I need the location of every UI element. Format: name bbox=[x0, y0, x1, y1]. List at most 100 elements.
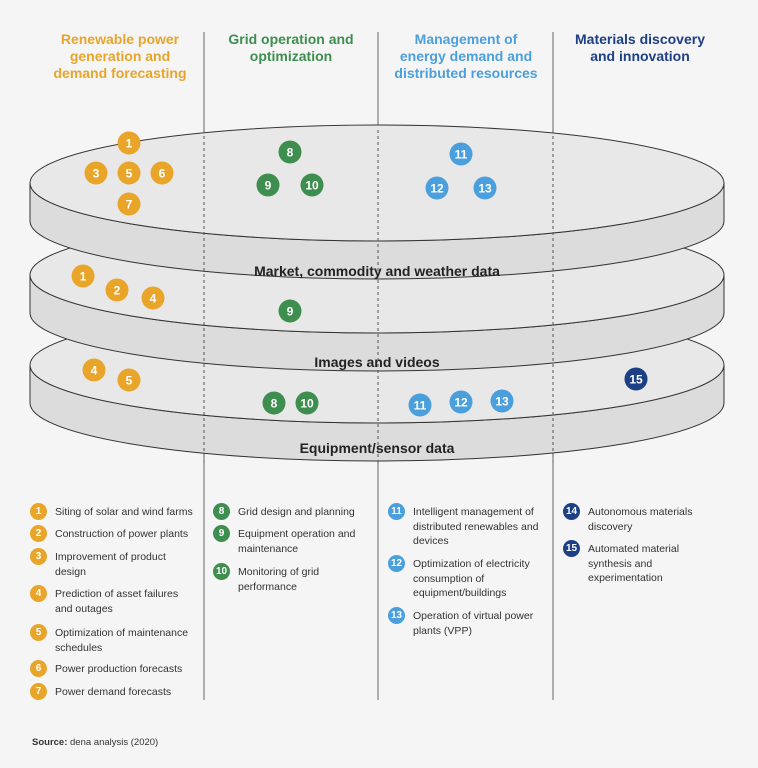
marker-bottom-11: 11 bbox=[408, 393, 432, 417]
dashed-dividers bbox=[203, 130, 554, 464]
legend-text-6: Power production forecasts bbox=[55, 663, 183, 675]
legend-number-9: 9 bbox=[213, 525, 230, 542]
svg-text:2: 2 bbox=[114, 284, 121, 298]
marker-top-6: 6 bbox=[150, 161, 174, 185]
marker-top-3: 3 bbox=[84, 161, 108, 185]
svg-text:15: 15 bbox=[629, 373, 643, 387]
svg-text:4: 4 bbox=[150, 292, 157, 306]
marker-top-7: 7 bbox=[117, 192, 141, 216]
legend-item-14: 14 Autonomous materials discovery bbox=[563, 503, 698, 534]
column-header-4-line-2: and innovation bbox=[590, 48, 690, 64]
legend-item-11: 11 Intelligent management of distributed … bbox=[388, 503, 543, 549]
svg-text:5: 5 bbox=[126, 374, 133, 388]
legend-item-3: 3 Improvement of product design bbox=[30, 548, 195, 579]
legend-text-12: Optimization of electricity consumption … bbox=[413, 558, 530, 599]
legend-number-12: 12 bbox=[388, 555, 405, 572]
svg-text:11: 11 bbox=[455, 148, 468, 162]
marker-bottom-13: 13 bbox=[490, 389, 514, 413]
svg-text:9: 9 bbox=[287, 305, 294, 319]
legend-text-3: Improvement of product design bbox=[55, 551, 166, 578]
marker-bottom-12: 12 bbox=[449, 390, 473, 414]
column-header-3-line-2: energy demand and bbox=[400, 48, 532, 64]
legend-number-8: 8 bbox=[213, 503, 230, 520]
marker-top-12: 12 bbox=[425, 176, 449, 200]
legend-item-10: 10 Monitoring of grid performance bbox=[213, 563, 368, 594]
legend-text-15: Automated material synthesis and experim… bbox=[588, 543, 680, 584]
legend-item-13: 13 Operation of virtual power plants (VPP… bbox=[388, 607, 543, 638]
svg-text:1: 1 bbox=[126, 137, 133, 151]
legend-number-2: 2 bbox=[30, 525, 47, 542]
marker-bottom-10: 10 bbox=[295, 391, 319, 415]
legend-item-9: 9 Equipment operation and maintenance bbox=[213, 525, 368, 556]
legend-text-4: Prediction of asset failures and outages bbox=[55, 588, 179, 615]
column-header-1-line-3: demand forecasting bbox=[53, 65, 186, 81]
svg-text:3: 3 bbox=[93, 167, 100, 181]
column-header-3-line-3: distributed resources bbox=[394, 65, 537, 81]
svg-text:13: 13 bbox=[495, 395, 509, 409]
legend-item-4: 4 Prediction of asset failures and outage… bbox=[30, 585, 195, 616]
source-label: Source: bbox=[32, 737, 68, 748]
legend-item-15: 15 Automated material synthesis and exper… bbox=[563, 540, 698, 586]
svg-text:10: 10 bbox=[305, 179, 319, 193]
legend-number-10: 10 bbox=[213, 563, 230, 580]
legend-text-11: Intelligent management of distributed re… bbox=[413, 506, 539, 547]
layer-label-2: Images and videos bbox=[314, 354, 439, 370]
legend-item-5: 5 Optimization of maintenance schedules bbox=[30, 624, 195, 655]
legend-number-11: 11 bbox=[388, 503, 405, 520]
legend-item-12: 12 Optimization of electricity consumptio… bbox=[388, 555, 543, 601]
legend-item-1: 1 Siting of solar and wind farms bbox=[30, 503, 195, 520]
marker-top-1: 1 bbox=[117, 131, 141, 155]
svg-text:1: 1 bbox=[80, 270, 87, 284]
svg-text:6: 6 bbox=[159, 167, 166, 181]
legend-item-2: 2 Construction of power plants bbox=[30, 525, 195, 542]
legend-text-7: Power demand forecasts bbox=[55, 686, 172, 698]
svg-text:10: 10 bbox=[300, 397, 314, 411]
legend-text-8: Grid design and planning bbox=[238, 506, 355, 518]
svg-text:13: 13 bbox=[478, 182, 492, 196]
legend-number-13: 13 bbox=[388, 607, 405, 624]
layer-label-1: Market, commodity and weather data bbox=[254, 263, 500, 279]
svg-text:9: 9 bbox=[265, 179, 272, 193]
column-header-2-line-2: optimization bbox=[250, 48, 332, 64]
marker-middle-9: 9 bbox=[278, 299, 302, 323]
legend-item-8: 8 Grid design and planning bbox=[213, 503, 368, 520]
marker-bottom-5: 5 bbox=[117, 368, 141, 392]
svg-text:8: 8 bbox=[287, 146, 294, 160]
svg-text:12: 12 bbox=[454, 396, 468, 410]
legend-text-14: Autonomous materials discovery bbox=[588, 506, 693, 533]
legend-text-1: Siting of solar and wind farms bbox=[55, 506, 193, 518]
marker-middle-4: 4 bbox=[141, 286, 165, 310]
legend-number-4: 4 bbox=[30, 585, 47, 602]
column-header-3-line-1: Management of bbox=[415, 31, 518, 47]
legend-number-15: 15 bbox=[563, 540, 580, 557]
svg-text:4: 4 bbox=[91, 364, 98, 378]
legend-text-9: Equipment operation and maintenance bbox=[238, 528, 356, 555]
source-text: dena analysis (2020) bbox=[70, 737, 159, 748]
legend-text-2: Construction of power plants bbox=[55, 528, 189, 540]
legend-number-14: 14 bbox=[563, 503, 580, 520]
legend-number-5: 5 bbox=[30, 624, 47, 641]
marker-top-9: 9 bbox=[256, 173, 280, 197]
legend-number-1: 1 bbox=[30, 503, 47, 520]
marker-bottom-15: 15 bbox=[624, 367, 648, 391]
marker-top-5: 5 bbox=[117, 161, 141, 185]
column-header-1-line-2: generation and bbox=[70, 48, 170, 64]
marker-bottom-4: 4 bbox=[82, 358, 106, 382]
marker-top-11: 11 bbox=[449, 142, 473, 166]
marker-top-8: 8 bbox=[278, 140, 302, 164]
legend-number-3: 3 bbox=[30, 548, 47, 565]
marker-middle-1: 1 bbox=[71, 264, 95, 288]
legend-text-13: Operation of virtual power plants (VPP) bbox=[413, 610, 534, 637]
legend-text-10: Monitoring of grid performance bbox=[238, 566, 320, 593]
legend-text-5: Optimization of maintenance schedules bbox=[55, 627, 189, 654]
svg-text:8: 8 bbox=[271, 397, 278, 411]
source-note: Source: dena analysis (2020) bbox=[32, 737, 158, 748]
marker-top-10: 10 bbox=[300, 173, 324, 197]
svg-text:11: 11 bbox=[414, 399, 427, 413]
svg-text:7: 7 bbox=[126, 198, 133, 212]
